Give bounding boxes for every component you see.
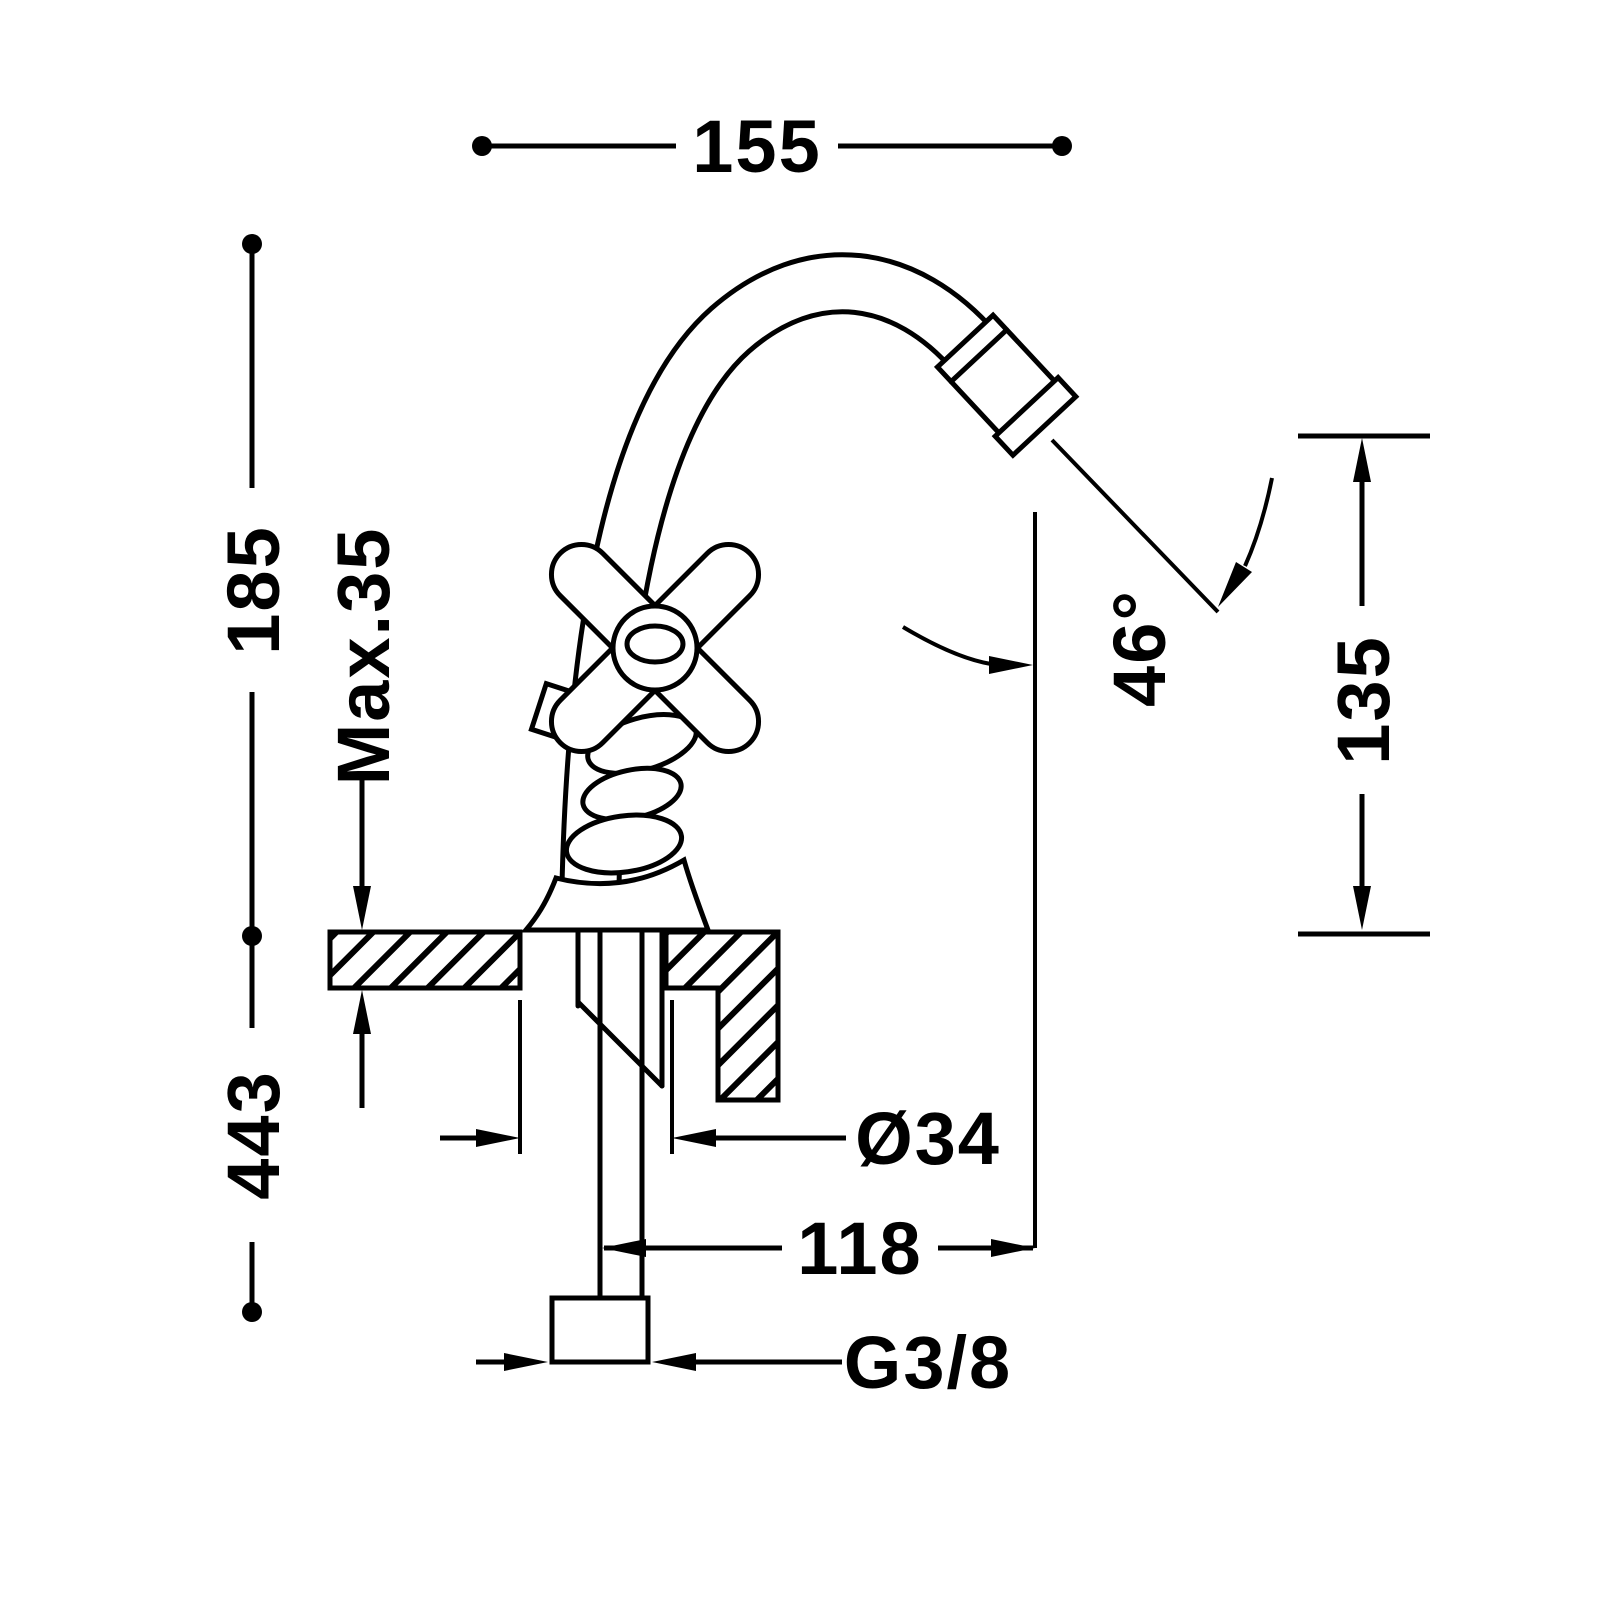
thread-size-label: G3/8 [844,1321,1012,1404]
supply-fitting [549,1295,651,1365]
max-thickness-label: Max.35 [322,527,405,786]
cross-handle [548,541,762,755]
dimension-base-diameter: Ø34 [440,1000,1001,1180]
dimension-top-width: 155 [472,105,1072,188]
outlet-height-label: 135 [1322,635,1405,764]
countertop-section [327,929,781,1103]
spout-angle-label: 46° [1098,589,1181,707]
faucet-figure [327,252,1080,1365]
base-diameter-label: Ø34 [855,1097,1001,1180]
faucet-aerator-icon [933,311,1080,459]
faucet-base [520,856,712,933]
lower-left-height-label: 443 [212,1070,295,1199]
dimension-outlet-height: 135 [1298,433,1430,937]
top-width-label: 155 [692,105,821,188]
dimension-spout-angle: 46° [901,438,1274,1248]
dimension-thread-size: G3/8 [476,1321,1012,1404]
spout-reach-label: 118 [797,1207,922,1290]
dimension-spout-reach: 118 [602,1207,1035,1290]
dimension-max-thickness: Max.35 [322,527,405,1108]
upper-left-height-label: 185 [212,525,295,654]
supply-shank [549,927,665,1365]
dimension-left-heights: 185 443 [212,234,295,1322]
